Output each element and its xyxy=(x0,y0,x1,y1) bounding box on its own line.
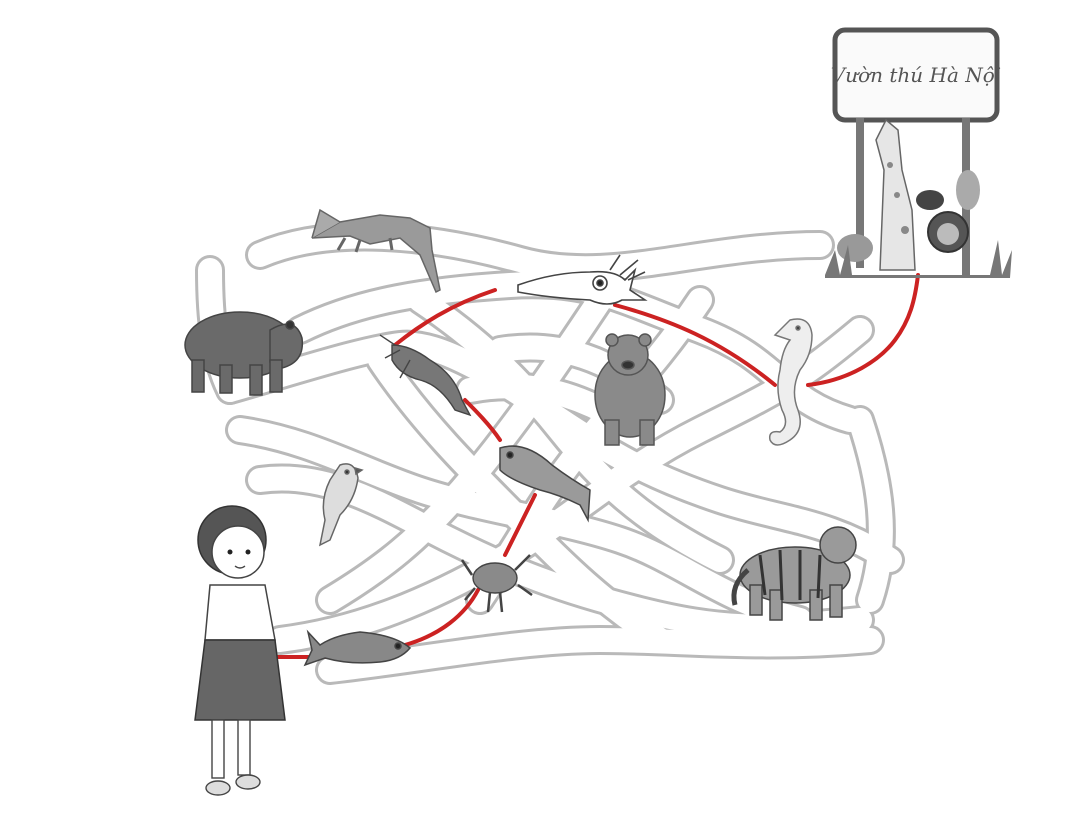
girl-shoe xyxy=(235,774,261,790)
seahorse-icon xyxy=(768,318,813,446)
girl-shoe xyxy=(205,780,231,796)
giraffe-icon xyxy=(875,118,916,271)
gate-animal-icon xyxy=(837,234,873,262)
route-fish-to-shrimp xyxy=(463,398,502,442)
route-crab-to-fish xyxy=(503,493,537,557)
squid-icon xyxy=(517,254,648,305)
gate-post-left xyxy=(856,118,864,268)
route-salmon-to-crab xyxy=(403,588,480,647)
girl-face xyxy=(211,525,265,579)
girl-skirt xyxy=(194,639,286,721)
girl-shirt xyxy=(204,584,276,641)
zoo-gate: Vườn thú Hà Nội xyxy=(825,27,1012,278)
gate-animal-icon xyxy=(956,170,980,210)
tiger-icon xyxy=(731,526,857,621)
lion-icon xyxy=(927,211,969,253)
fish-icon xyxy=(499,445,591,523)
route-shrimp-to-squid xyxy=(393,288,497,347)
girl-figure xyxy=(194,505,286,796)
bird-icon xyxy=(318,463,364,547)
hippopotamus-icon xyxy=(184,311,304,396)
gate-animal-icon xyxy=(916,190,944,210)
crocodile-icon xyxy=(311,208,441,294)
crab-icon xyxy=(460,554,533,613)
bear-icon xyxy=(594,333,666,446)
gate-sign-board xyxy=(832,27,1000,123)
route-squid-to-seahorse xyxy=(613,303,777,387)
gate-sign-text: Vườn thú Hà Nội xyxy=(831,63,1001,87)
shrimp-icon xyxy=(379,334,472,417)
maze-paths xyxy=(195,221,905,685)
solution-route xyxy=(253,273,920,659)
salmon-icon xyxy=(303,629,412,667)
grass-icon xyxy=(825,240,1012,278)
route-seahorse-to-gate xyxy=(806,273,920,387)
